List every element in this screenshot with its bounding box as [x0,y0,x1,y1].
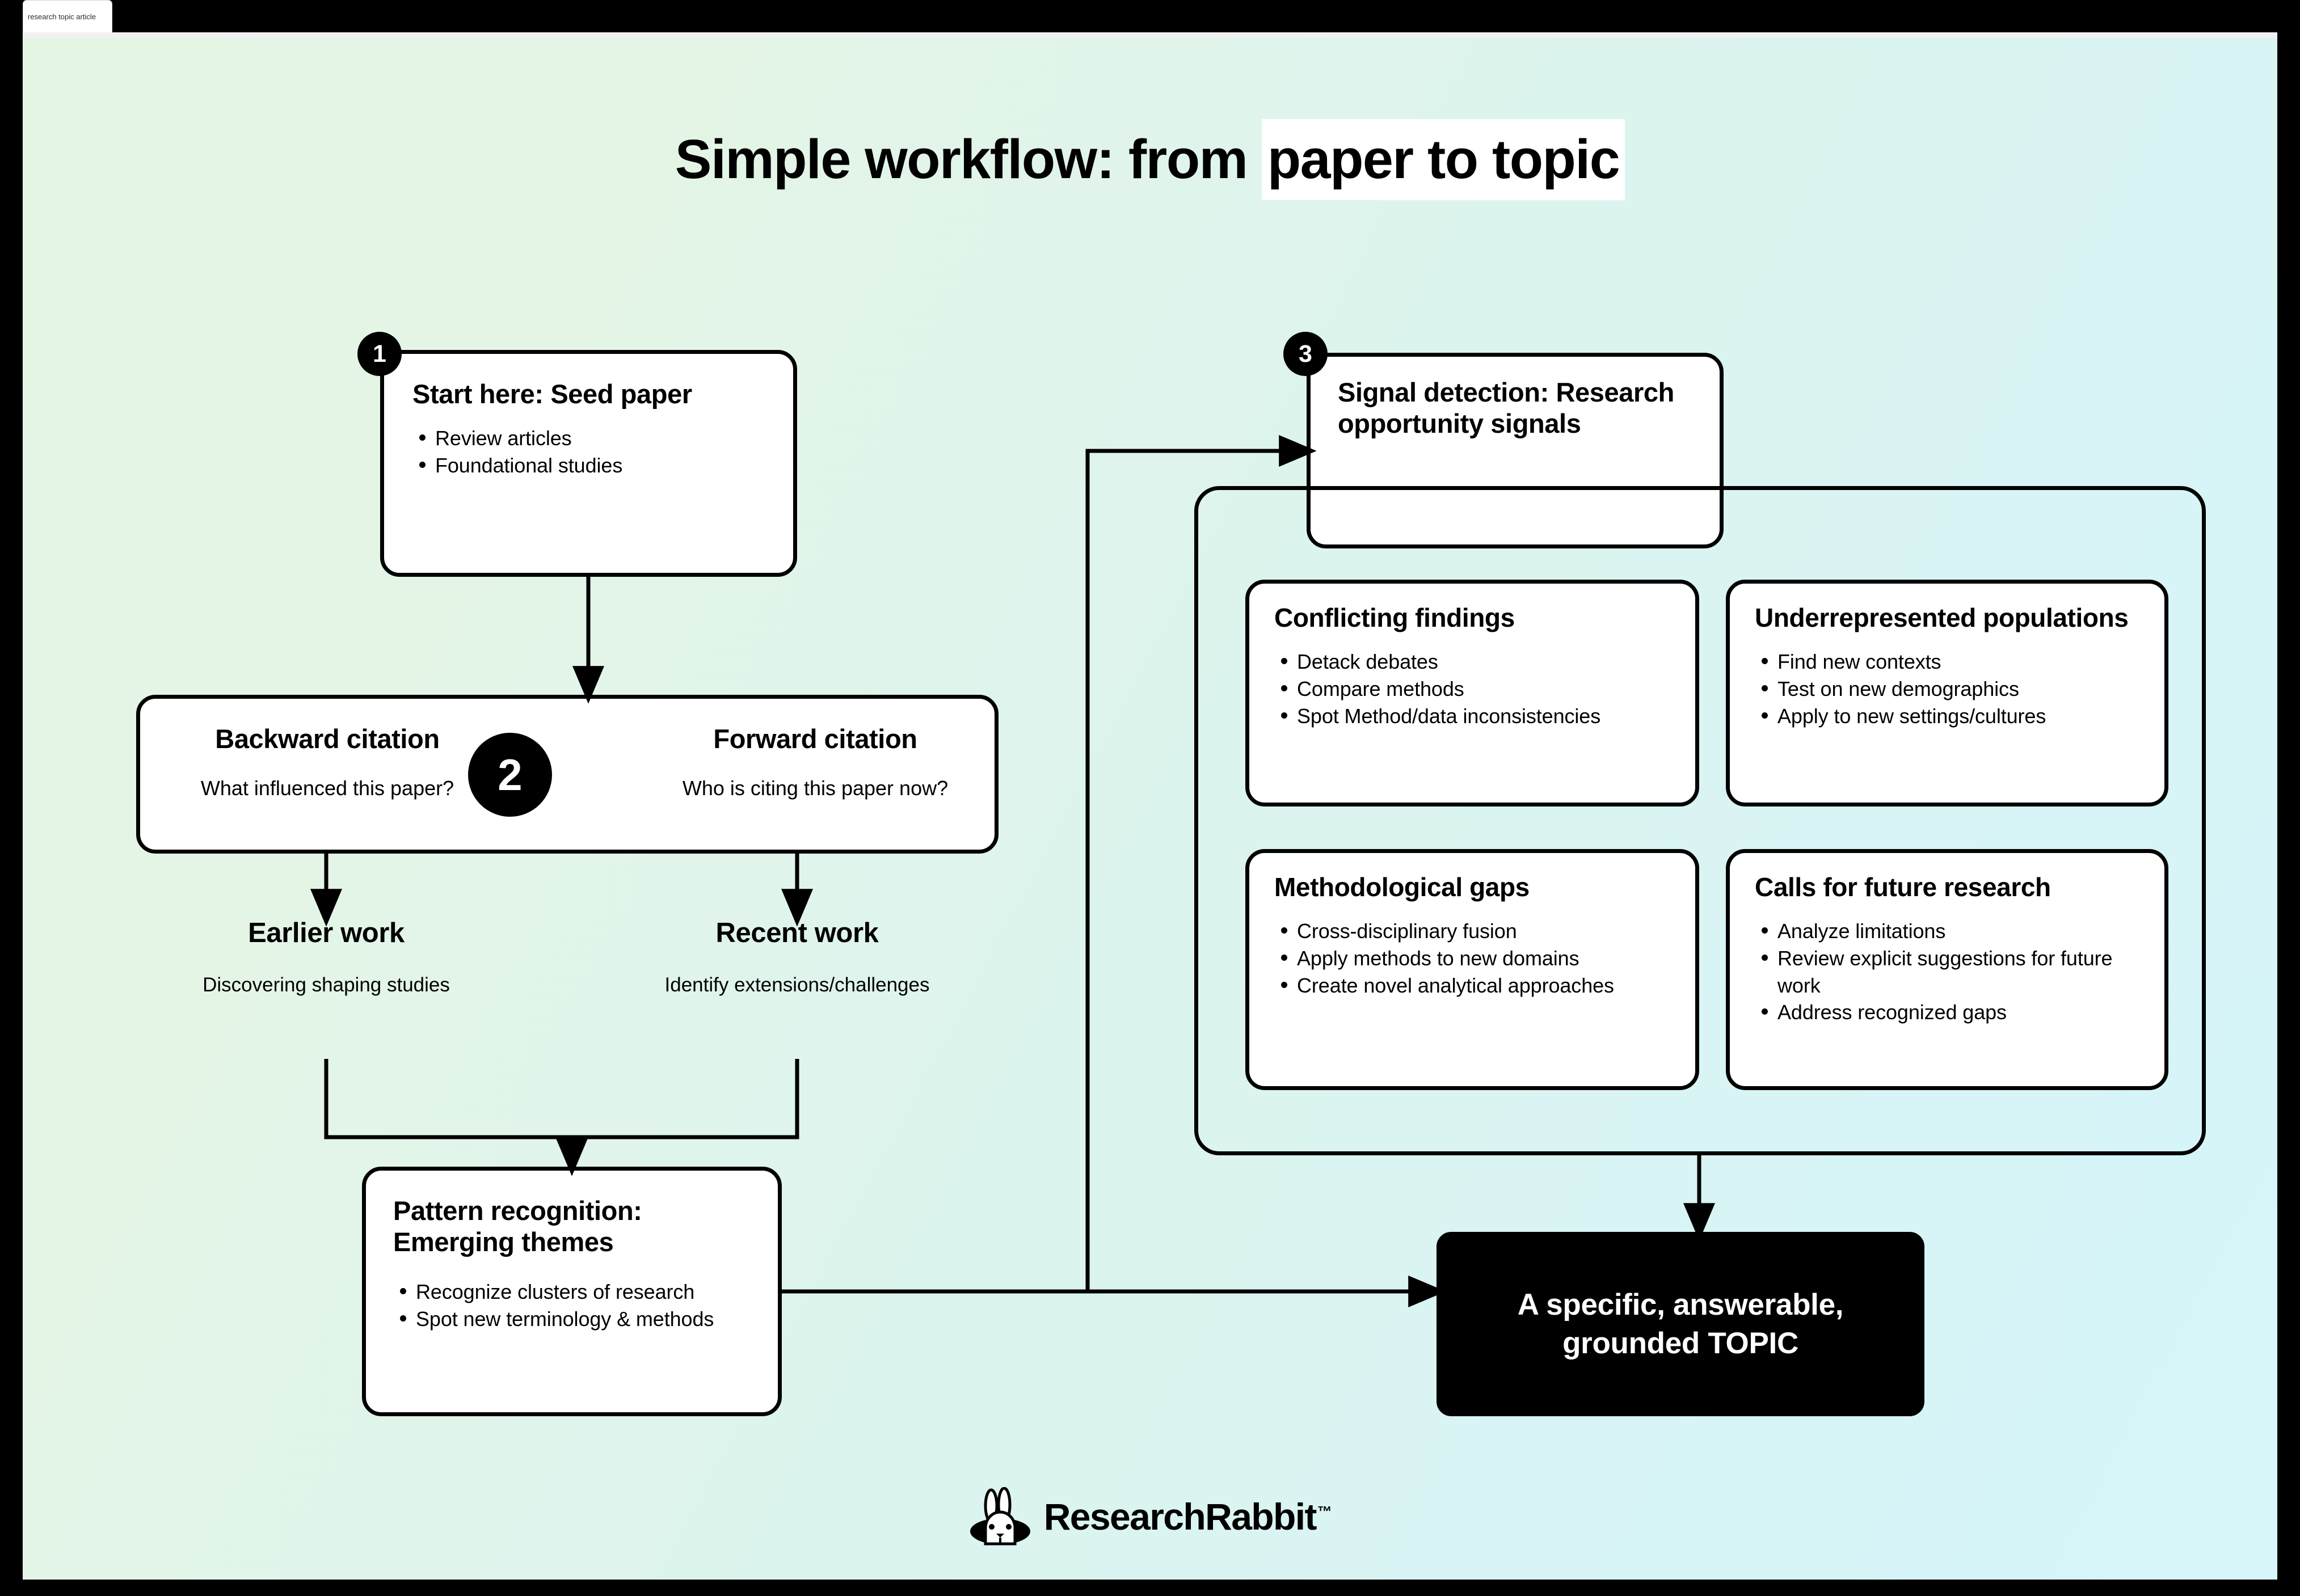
page-title: Simple workflow: from paper to topic [23,119,2277,200]
list-item: Compare methods [1274,675,1673,703]
footer-trademark: ™ [1317,1503,1332,1520]
card-pattern-recognition[interactable]: Pattern recognition: Emerging themes Rec… [362,1167,782,1416]
list-item: Create novel analytical approaches [1274,972,1673,999]
card-final-topic-text: A specific, answerable, grounded TOPIC [1517,1286,1844,1362]
card-underrepresented-populations-heading: Underrepresented populations [1755,603,2129,632]
footer-logo: ResearchRabbit™ [23,1487,2277,1546]
card-underrepresented-populations[interactable]: Underrepresented populations Find new co… [1726,580,2168,807]
browser-tab-strip [23,32,2277,38]
card-conflicting-findings-heading: Conflicting findings [1274,603,1515,632]
card-seed-paper-bullets: Review articles Foundational studies [412,425,765,479]
forward-citation-heading: Forward citation [713,724,917,754]
page-title-lead: Simple workflow: from [675,128,1262,190]
card-conflicting-findings-bullets: Detack debates Compare methods Spot Meth… [1274,648,1673,730]
rabbit-icon [970,1487,1030,1546]
card-methodological-gaps-bullets: Cross-disciplinary fusion Apply methods … [1274,918,1673,999]
card-final-topic[interactable]: A specific, answerable, grounded TOPIC [1437,1232,1924,1416]
card-seed-paper[interactable]: Start here: Seed paper Review articles F… [380,350,797,577]
step-badge-2: 2 [468,733,552,817]
earlier-work-sub: Discovering shaping studies [203,974,450,996]
footer-brand: ResearchRabbit [1043,1496,1317,1538]
backward-citation-sub: What influenced this paper? [200,776,454,800]
list-item: Find new contexts [1755,648,2142,675]
list-item: Spot new terminology & methods [393,1306,753,1333]
card-final-topic-line2: grounded TOPIC [1562,1326,1798,1360]
card-calls-for-future-research-heading: Calls for future research [1755,872,2051,902]
card-calls-for-future-research-bullets: Analyze limitations Review explicit sugg… [1755,918,2142,1027]
list-item: Recognize clusters of research [393,1278,753,1306]
forward-citation-sub: Who is citing this paper now? [682,776,949,800]
card-methodological-gaps[interactable]: Methodological gaps Cross-disciplinary f… [1245,849,1699,1090]
browser-tab[interactable]: research topic article [23,0,112,32]
footer-logo-text: ResearchRabbit™ [1044,1495,1332,1538]
card-citation-band[interactable]: Backward citation What influenced this p… [136,695,999,854]
step-badge-3: 3 [1283,332,1328,376]
diagram-canvas: Simple workflow: from paper to topic [23,38,2277,1580]
card-pattern-recognition-bullets: Recognize clusters of research Spot new … [393,1278,753,1333]
browser-tab-label: research topic article [28,12,96,21]
label-recent-work: Recent work Identify extensions/challeng… [638,917,956,997]
page-title-highlight: paper to topic [1261,119,1625,200]
list-item: Review explicit suggestions for future w… [1755,945,2142,999]
card-calls-for-future-research[interactable]: Calls for future research Analyze limita… [1726,849,2168,1090]
recent-work-title: Recent work [715,918,879,948]
step-badge-1: 1 [357,332,402,376]
card-final-topic-line1: A specific, answerable, [1517,1288,1844,1322]
label-earlier-work: Earlier work Discovering shaping studies [167,917,485,997]
card-underrepresented-populations-bullets: Find new contexts Test on new demographi… [1755,648,2142,730]
card-signal-detection-heading: Signal detection: Research opportunity s… [1338,377,1674,438]
forward-citation-column: Forward citation Who is citing this pape… [656,724,974,801]
recent-work-sub: Identify extensions/challenges [664,974,930,996]
list-item: Spot Method/data inconsistencies [1274,703,1673,730]
list-item: Foundational studies [412,452,765,479]
list-item: Test on new demographics [1755,675,2142,703]
card-seed-paper-heading: Start here: Seed paper [412,379,692,409]
list-item: Analyze limitations [1755,918,2142,945]
list-item: Review articles [412,425,765,452]
backward-citation-heading: Backward citation [215,724,440,754]
card-methodological-gaps-heading: Methodological gaps [1274,872,1530,902]
card-pattern-recognition-heading: Pattern recognition: Emerging themes [393,1196,642,1257]
list-item: Detack debates [1274,648,1673,675]
list-item: Apply methods to new domains [1274,945,1673,972]
list-item: Apply to new settings/cultures [1755,703,2142,730]
list-item: Cross-disciplinary fusion [1274,918,1673,945]
card-conflicting-findings[interactable]: Conflicting findings Detack debates Comp… [1245,580,1699,807]
earlier-work-title: Earlier work [248,918,405,948]
list-item: Address recognized gaps [1755,999,2142,1026]
backward-citation-column: Backward citation What influenced this p… [169,724,486,801]
